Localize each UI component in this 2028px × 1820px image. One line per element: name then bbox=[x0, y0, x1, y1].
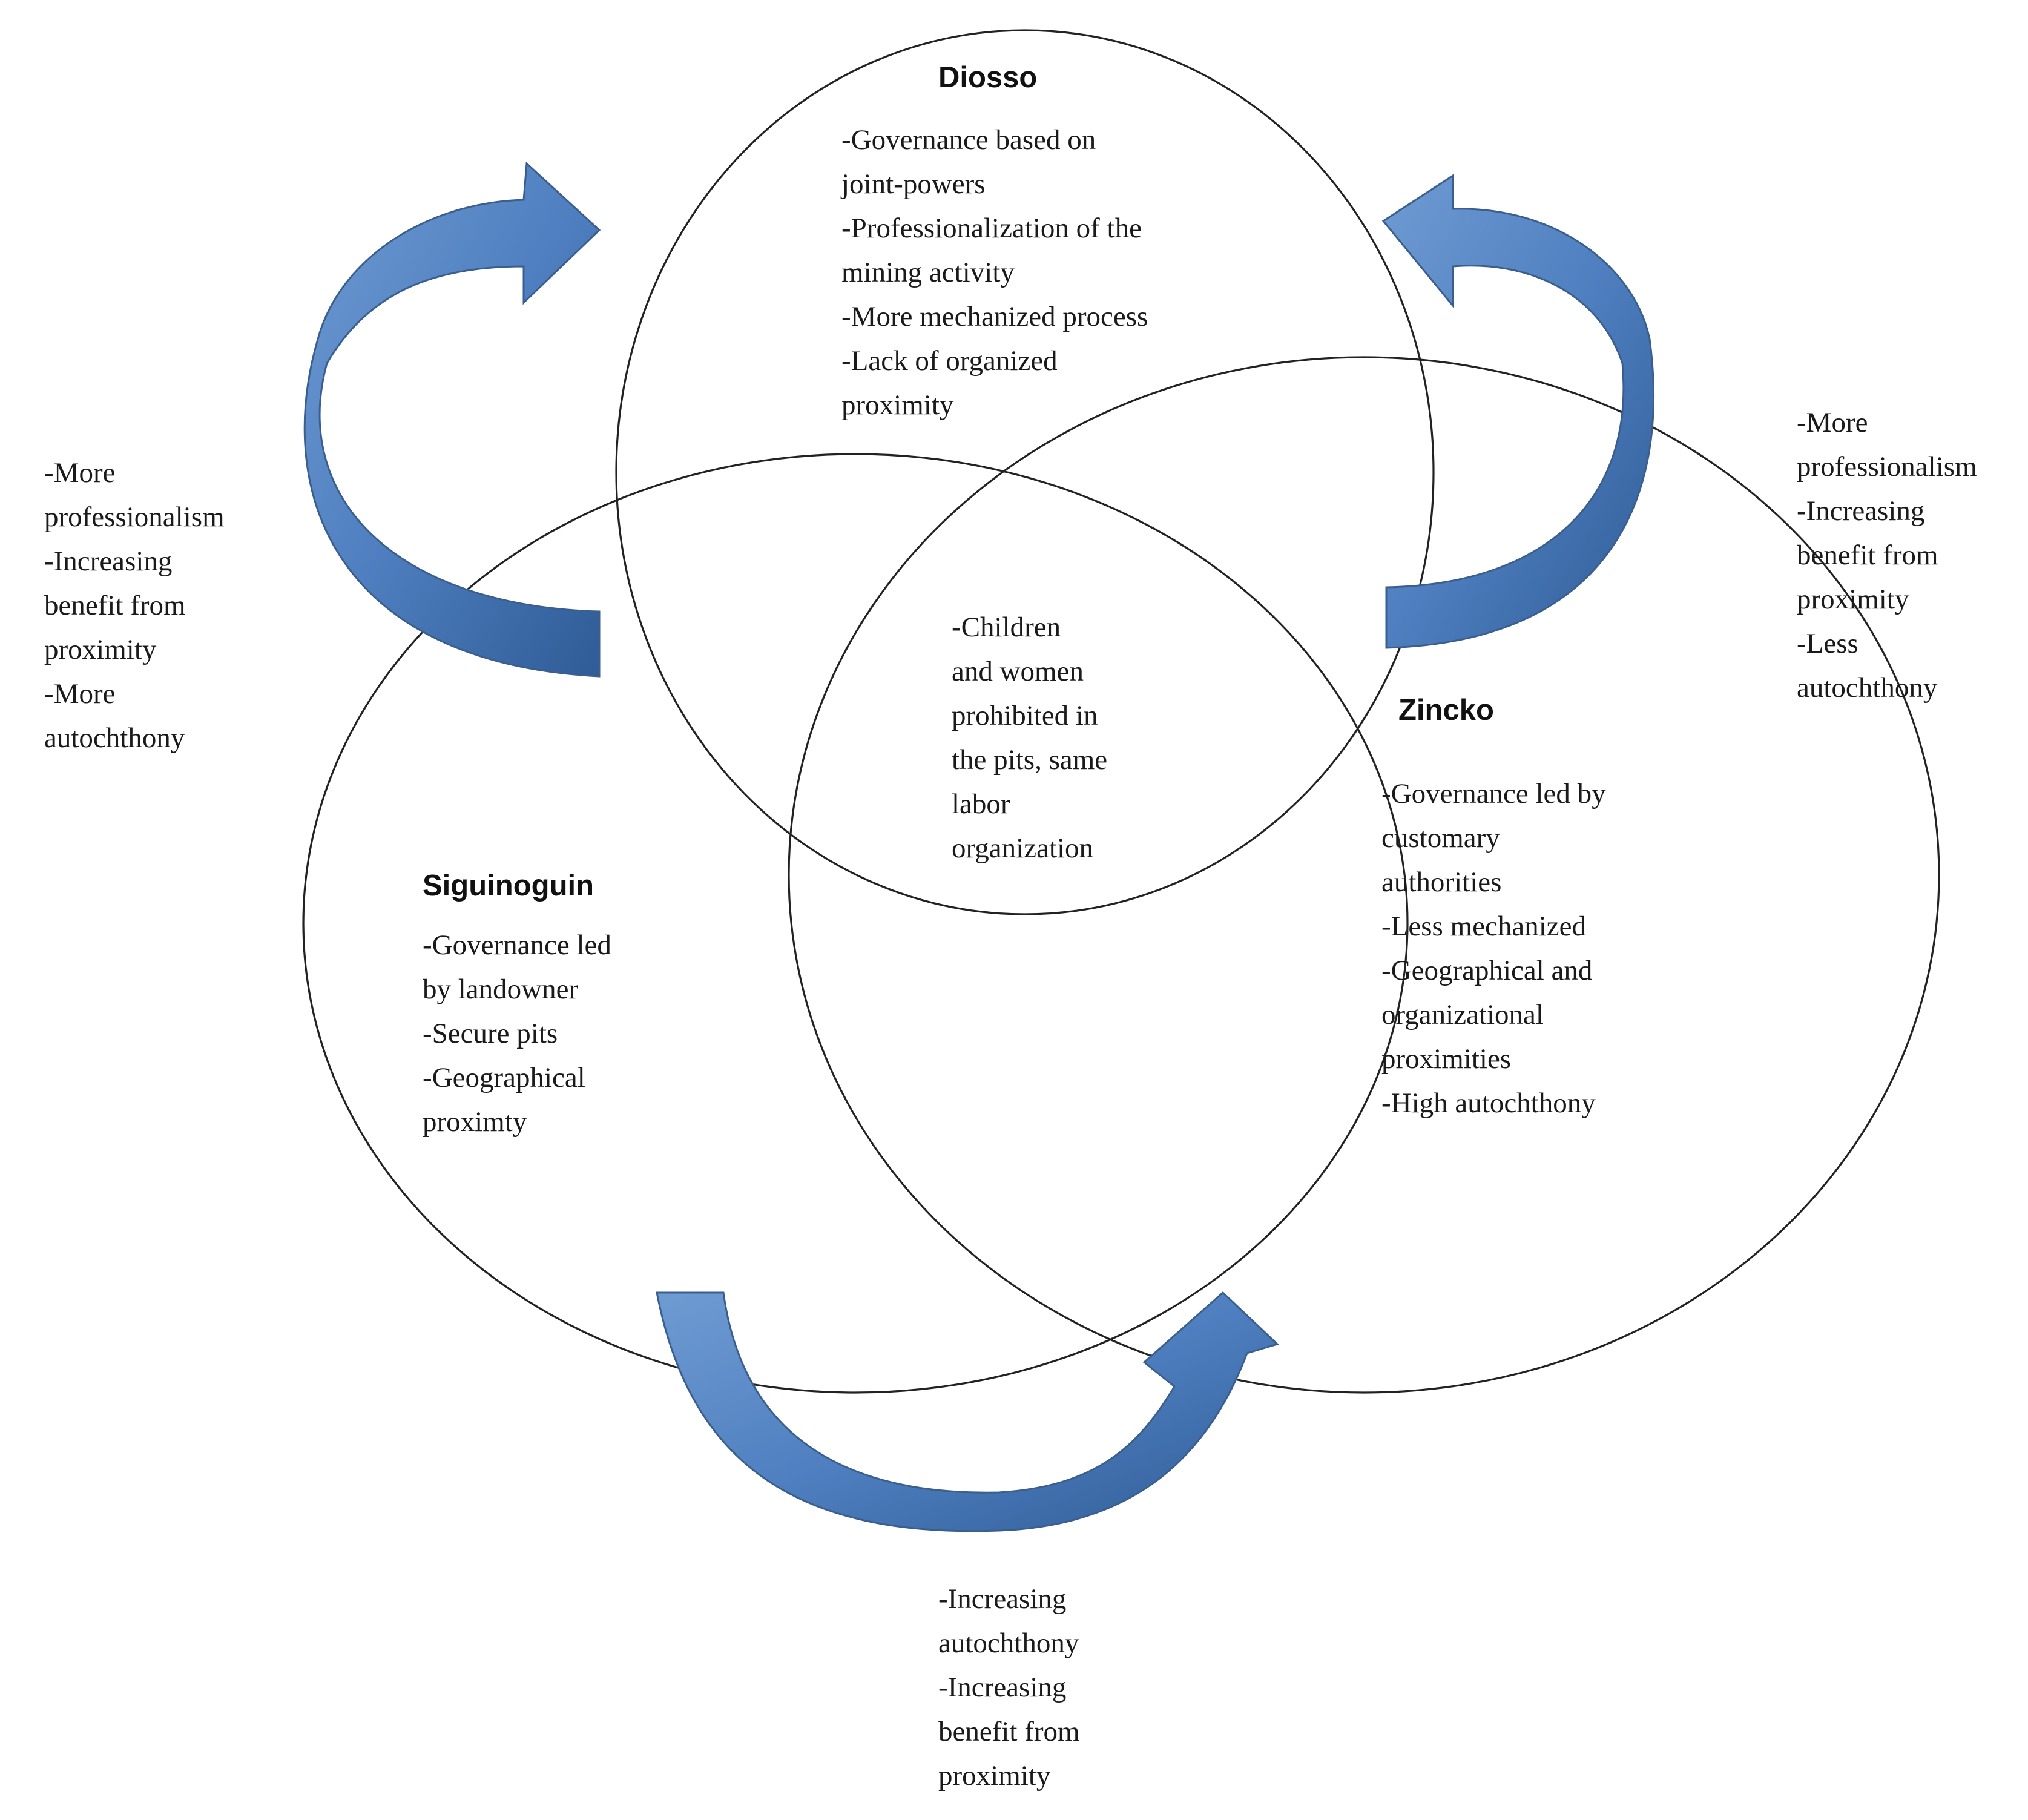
diosso-line-5: -More mechanized process bbox=[841, 301, 1148, 332]
zincko-line-6: organizational bbox=[1381, 999, 1544, 1030]
center-line-3: prohibited in bbox=[952, 700, 1098, 731]
arrow-left bbox=[303, 161, 601, 678]
zincko-line-8: -High autochthony bbox=[1381, 1087, 1596, 1119]
diosso-line-4: mining activity bbox=[841, 257, 1015, 288]
arrow-bottom-line-5: proximity bbox=[938, 1760, 1051, 1792]
siguinoguin-text: -Governance led by landowner -Secure pit… bbox=[423, 923, 611, 1144]
zincko-line-7: proximities bbox=[1381, 1043, 1512, 1075]
center-line-1: -Children bbox=[952, 612, 1061, 643]
diosso-line-7: proximity bbox=[841, 389, 954, 421]
zincko-line-1: -Governance led by bbox=[1381, 778, 1606, 809]
zincko-line-5: -Geographical and bbox=[1381, 955, 1593, 986]
circle-zincko bbox=[788, 356, 1940, 1394]
center-line-4: the pits, same bbox=[952, 744, 1108, 776]
arrow-bottom-line-4: benefit from bbox=[938, 1716, 1080, 1747]
arrow-left-line-1: -More bbox=[44, 457, 116, 489]
arrow-left-line-6: -More bbox=[44, 678, 116, 710]
diosso-line-2: joint-powers bbox=[841, 168, 986, 200]
center-line-6: organization bbox=[952, 833, 1094, 864]
arrow-left-text: -More professionalism -Increasing benefi… bbox=[44, 451, 225, 760]
title-zincko: Zincko bbox=[1398, 694, 1494, 727]
arrow-right bbox=[1381, 174, 1654, 649]
zincko-line-4: -Less mechanized bbox=[1381, 911, 1586, 942]
center-line-5: labor bbox=[952, 788, 1010, 820]
diosso-line-1: -Governance based on bbox=[841, 124, 1096, 156]
circle-siguinoguin bbox=[302, 453, 1409, 1394]
siguinoguin-line-1: -Governance led bbox=[423, 929, 611, 961]
arrow-left-line-2: professionalism bbox=[44, 501, 225, 533]
arrow-left-line-3: -Increasing bbox=[44, 546, 173, 577]
arrow-right-line-3: -Increasing bbox=[1797, 495, 1925, 527]
zincko-line-2: customary bbox=[1381, 822, 1500, 854]
arrow-right-line-4: benefit from bbox=[1797, 539, 1938, 571]
arrow-right-line-5: proximity bbox=[1797, 584, 1909, 615]
arrow-bottom-text: -Increasing autochthony -Increasing bene… bbox=[938, 1577, 1080, 1798]
title-siguinoguin: Siguinoguin bbox=[423, 869, 594, 902]
arrow-right-line-1: -More bbox=[1797, 407, 1868, 438]
center-line-2: and women bbox=[952, 656, 1084, 687]
arrow-bottom-line-3: -Increasing bbox=[938, 1672, 1067, 1703]
arrow-left-line-5: proximity bbox=[44, 634, 157, 665]
arrow-right-line-2: professionalism bbox=[1797, 451, 1977, 483]
siguinoguin-line-2: by landowner bbox=[423, 974, 579, 1005]
diosso-text: -Governance based on joint-powers -Profe… bbox=[841, 118, 1148, 427]
arrow-left-line-7: autochthony bbox=[44, 722, 185, 754]
title-diosso: Diosso bbox=[938, 61, 1038, 94]
arrow-bottom bbox=[656, 1291, 1279, 1532]
siguinoguin-line-4: -Geographical bbox=[423, 1062, 585, 1093]
center-text: -Children and women prohibited in the pi… bbox=[952, 605, 1107, 871]
arrow-bottom-line-1: -Increasing bbox=[938, 1583, 1067, 1615]
diosso-line-3: -Professionalization of the bbox=[841, 213, 1142, 244]
zincko-text: -Governance led by customary authorities… bbox=[1381, 772, 1606, 1126]
circle-diosso bbox=[615, 29, 1435, 915]
diosso-line-6: -Lack of organized bbox=[841, 345, 1058, 377]
arrow-right-text: -More professionalism -Increasing benefi… bbox=[1797, 401, 1977, 710]
siguinoguin-line-5: proximty bbox=[423, 1106, 527, 1138]
arrow-bottom-line-2: autochthony bbox=[938, 1627, 1079, 1659]
arrow-right-line-7: autochthony bbox=[1797, 672, 1938, 704]
siguinoguin-line-3: -Secure pits bbox=[423, 1018, 558, 1049]
arrow-left-line-4: benefit from bbox=[44, 590, 186, 621]
zincko-line-3: authorities bbox=[1381, 866, 1502, 898]
arrow-right-line-6: -Less bbox=[1797, 628, 1858, 659]
